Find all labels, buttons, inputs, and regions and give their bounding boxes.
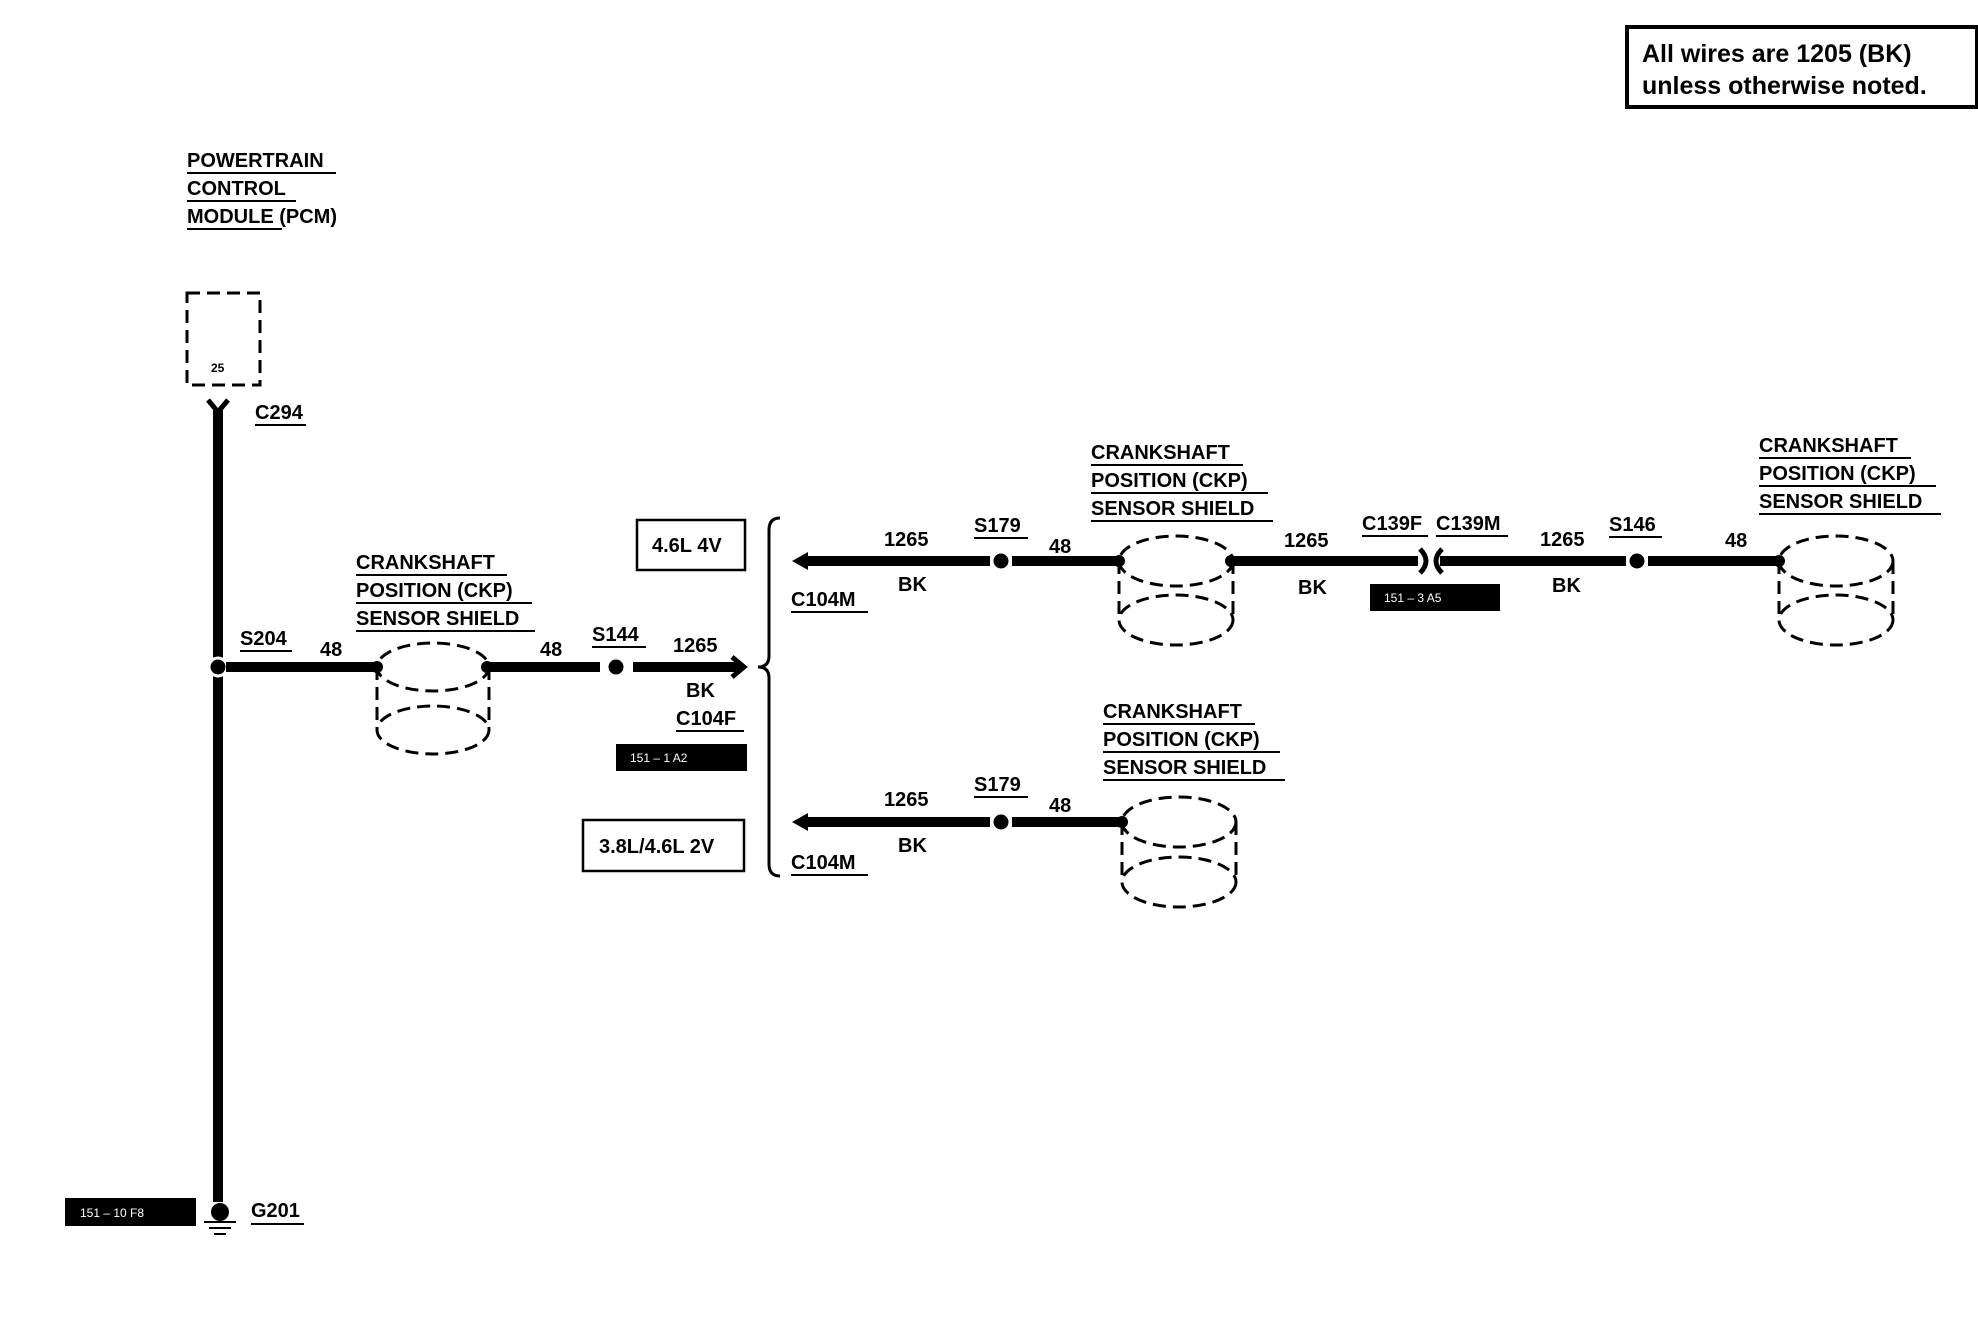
circuit-48-label: 48 bbox=[1725, 530, 1747, 552]
splice-s204-label: S204 bbox=[240, 628, 288, 650]
ckp-shield-right-line-1: CRANKSHAFT bbox=[1759, 435, 1898, 457]
ckp-shield-left-label: CRANKSHAFT POSITION (CKP) SENSOR SHIELD bbox=[356, 552, 535, 632]
splice-s179-label: S179 bbox=[974, 515, 1021, 537]
ckp-shield-left-line-1: CRANKSHAFT bbox=[356, 552, 495, 574]
ckp-shield-right-label: CRANKSHAFT POSITION (CKP) SENSOR SHIELD bbox=[1759, 435, 1941, 515]
ckp-shield-left bbox=[371, 641, 493, 756]
ground-g201: G201 151 – 10 F8 bbox=[65, 1198, 304, 1235]
pcm-label-line-2: CONTROL bbox=[187, 178, 286, 200]
ckp-shield-lower-line-1: CRANKSHAFT bbox=[1103, 701, 1242, 723]
ckp-shield-upper-middle-label: CRANKSHAFT POSITION (CKP) SENSOR SHIELD bbox=[1091, 442, 1273, 522]
engine-box-2v: 3.8L/4.6L 2V bbox=[581, 818, 746, 873]
ckp-shield-right-line-2: POSITION (CKP) bbox=[1759, 463, 1916, 485]
circuit-48-label: 48 bbox=[540, 639, 562, 661]
splice-s144-label: S144 bbox=[592, 624, 640, 646]
circuit-48-label: 48 bbox=[1049, 795, 1071, 817]
pcm-label-suffix: (PCM) bbox=[274, 206, 337, 228]
connector-c104f-label: C104F bbox=[676, 708, 736, 730]
ckp-shield-upper-middle bbox=[1113, 534, 1237, 647]
note-line-2: unless otherwise noted. bbox=[1642, 72, 1927, 100]
pcm-label-line-1: POWERTRAIN bbox=[187, 150, 324, 172]
pcm-label-line-3: MODULE bbox=[187, 206, 274, 228]
ckp-shield-left-line-3: SENSOR SHIELD bbox=[356, 608, 519, 630]
ref-label: 151 – 1 A2 bbox=[630, 751, 688, 765]
splice-s146: S146 bbox=[1609, 514, 1662, 572]
splice-s179-upper: S179 bbox=[974, 515, 1028, 572]
connector-c104f: C104F 151 – 1 A2 bbox=[616, 655, 748, 771]
circuit-1265-label: 1265 bbox=[673, 635, 718, 657]
pcm-component: 25 bbox=[185, 291, 262, 387]
engine-box-4v: 4.6L 4V bbox=[635, 518, 747, 572]
splice-s146-label: S146 bbox=[1609, 514, 1656, 536]
circuit-1265-label: 1265 bbox=[884, 529, 929, 551]
ckp-shield-left-line-2: POSITION (CKP) bbox=[356, 580, 513, 602]
connector-c104m-label: C104M bbox=[791, 589, 855, 611]
svg-text:MODULE (PCM): MODULE (PCM) bbox=[187, 206, 337, 228]
pcm-pin: 25 bbox=[211, 361, 225, 375]
variant-brace bbox=[757, 516, 781, 878]
engine-2v-label: 3.8L/4.6L 2V bbox=[599, 836, 715, 858]
ckp-shield-right bbox=[1773, 534, 1895, 647]
engine-4v-label: 4.6L 4V bbox=[652, 535, 722, 557]
circuit-48-label: 48 bbox=[320, 639, 342, 661]
circuit-1265-label: 1265 bbox=[1540, 529, 1585, 551]
wire-color-bk-label: BK bbox=[898, 835, 927, 857]
note-box: All wires are 1205 (BK) unless otherwise… bbox=[1625, 25, 1978, 109]
splice-s179-lower: S179 bbox=[974, 774, 1028, 833]
note-line-1: All wires are 1205 (BK) bbox=[1642, 40, 1912, 68]
ckp-shield-lower-line-2: POSITION (CKP) bbox=[1103, 729, 1260, 751]
ckp-shield-lower bbox=[1116, 795, 1238, 909]
circuit-48-label: 48 bbox=[1049, 536, 1071, 558]
wire-color-bk-label: BK bbox=[1552, 575, 1581, 597]
ckp-shield-lower-line-3: SENSOR SHIELD bbox=[1103, 757, 1266, 779]
wire-color-bk-label: BK bbox=[898, 574, 927, 596]
ckp-shield-lower-label: CRANKSHAFT POSITION (CKP) SENSOR SHIELD bbox=[1103, 701, 1285, 781]
ckp-shield-upper-line-3: SENSOR SHIELD bbox=[1091, 498, 1254, 520]
ckp-shield-upper-line-1: CRANKSHAFT bbox=[1091, 442, 1230, 464]
ground-g201-label: G201 bbox=[251, 1200, 300, 1222]
ref-label: 151 – 3 A5 bbox=[1384, 591, 1442, 605]
circuit-1265-label: 1265 bbox=[1284, 530, 1329, 552]
splice-s204: S204 bbox=[207, 628, 292, 678]
ground-ref-label: 151 – 10 F8 bbox=[80, 1206, 144, 1220]
circuit-1265-label: 1265 bbox=[884, 789, 929, 811]
splice-s179-label: S179 bbox=[974, 774, 1021, 796]
connector-c294-label: C294 bbox=[255, 402, 304, 424]
wire-color-bk-label: BK bbox=[686, 680, 715, 702]
connector-c139m-label: C139M bbox=[1436, 513, 1500, 535]
connector-c139f-label: C139F bbox=[1362, 513, 1422, 535]
connector-c104m-label: C104M bbox=[791, 852, 855, 874]
pcm-label: POWERTRAIN CONTROL MODULE (PCM) bbox=[187, 150, 337, 230]
ckp-shield-right-line-3: SENSOR SHIELD bbox=[1759, 491, 1922, 513]
connector-c139: C139F C139M 151 – 3 A5 bbox=[1362, 513, 1508, 611]
splice-s144: S144 bbox=[592, 624, 646, 678]
ckp-shield-upper-line-2: POSITION (CKP) bbox=[1091, 470, 1248, 492]
wire-color-bk-label: BK bbox=[1298, 577, 1327, 599]
